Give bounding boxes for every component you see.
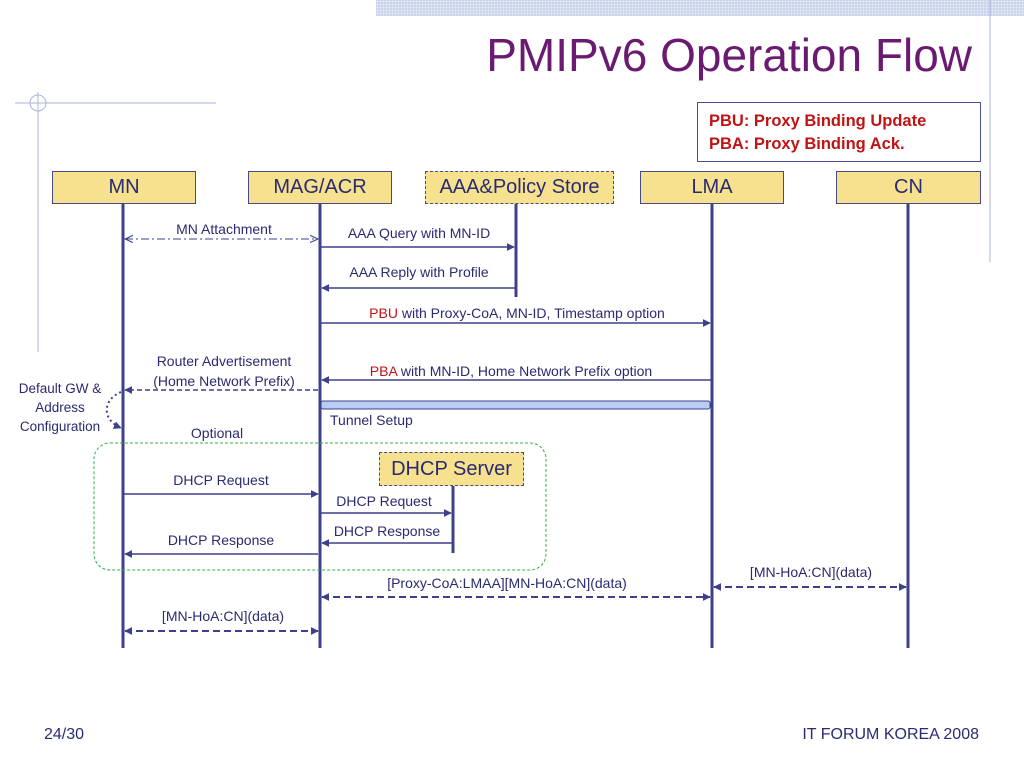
label-default-gw-line3: Configuration	[19, 419, 101, 434]
label-default-gw-line2: Address	[35, 400, 85, 415]
entity-aaa: AAA&Policy Store	[425, 171, 614, 204]
label-default-gw-line1: Default GW &	[18, 381, 102, 396]
label-data-mag-lma: [Proxy-CoA:LMAA][MN-HoA:CN](data)	[387, 575, 627, 591]
label-aaa-reply: AAA Reply with Profile	[349, 264, 489, 280]
entity-lma: LMA	[640, 171, 784, 204]
label-aaa-query: AAA Query with MN-ID	[347, 225, 491, 241]
label-optional: Optional	[190, 425, 244, 441]
slide-title: PMIPv6 Operation Flow	[486, 29, 972, 81]
footer-text: IT FORUM KOREA 2008	[802, 726, 979, 743]
label-router-adv-line1: Router Advertisement	[156, 353, 292, 369]
label-tunnel-setup: Tunnel Setup	[330, 412, 413, 428]
label-router-adv-line2: (Home Network Prefix)	[153, 373, 295, 389]
label-data-mn-mag: [MN-HoA:CN](data)	[161, 608, 285, 624]
label-router-advertisement: Router Advertisement (Home Network Prefi…	[153, 351, 295, 391]
label-pbu-keyword: PBU	[369, 305, 398, 321]
optional-region	[93, 442, 547, 571]
legend-pbu: PBU: Proxy Binding Update	[709, 112, 927, 130]
label-mn-attachment: MN Attachment	[176, 221, 272, 237]
header-pattern	[376, 0, 1024, 16]
page-number: 24/30	[44, 726, 85, 743]
label-dhcp-request-mn: DHCP Request	[173, 472, 269, 488]
label-pba-keyword: PBA	[369, 363, 398, 379]
label-pba-text: with MN-ID, Home Network Prefix option	[397, 363, 653, 379]
label-data-lma-cn: [MN-HoA:CN](data)	[749, 564, 873, 580]
abbreviation-legend: PBU: Proxy Binding Update PBA: Proxy Bin…	[697, 102, 981, 162]
label-pbu: PBU with Proxy-CoA, MN-ID, Timestamp opt…	[369, 305, 665, 321]
entity-dhcp-server: DHCP Server	[379, 452, 524, 486]
label-dhcp-request-server: DHCP Request	[336, 493, 432, 509]
deco-circle	[29, 94, 47, 112]
label-pba: PBA with MN-ID, Home Network Prefix opti…	[370, 363, 652, 379]
label-pbu-text: with Proxy-CoA, MN-ID, Timestamp option	[397, 305, 665, 321]
legend-pba: PBA: Proxy Binding Ack.	[709, 135, 905, 153]
label-dhcp-response-server: DHCP Response	[333, 523, 441, 539]
entity-mag: MAG/ACR	[248, 171, 392, 204]
default-gw-curve	[105, 391, 122, 429]
entity-mn: MN	[52, 171, 196, 204]
tunnel-bar	[320, 400, 711, 410]
label-default-gw: Default GW & Address Configuration	[19, 379, 102, 436]
entity-cn: CN	[836, 171, 981, 204]
label-dhcp-response-mn: DHCP Response	[167, 532, 275, 548]
